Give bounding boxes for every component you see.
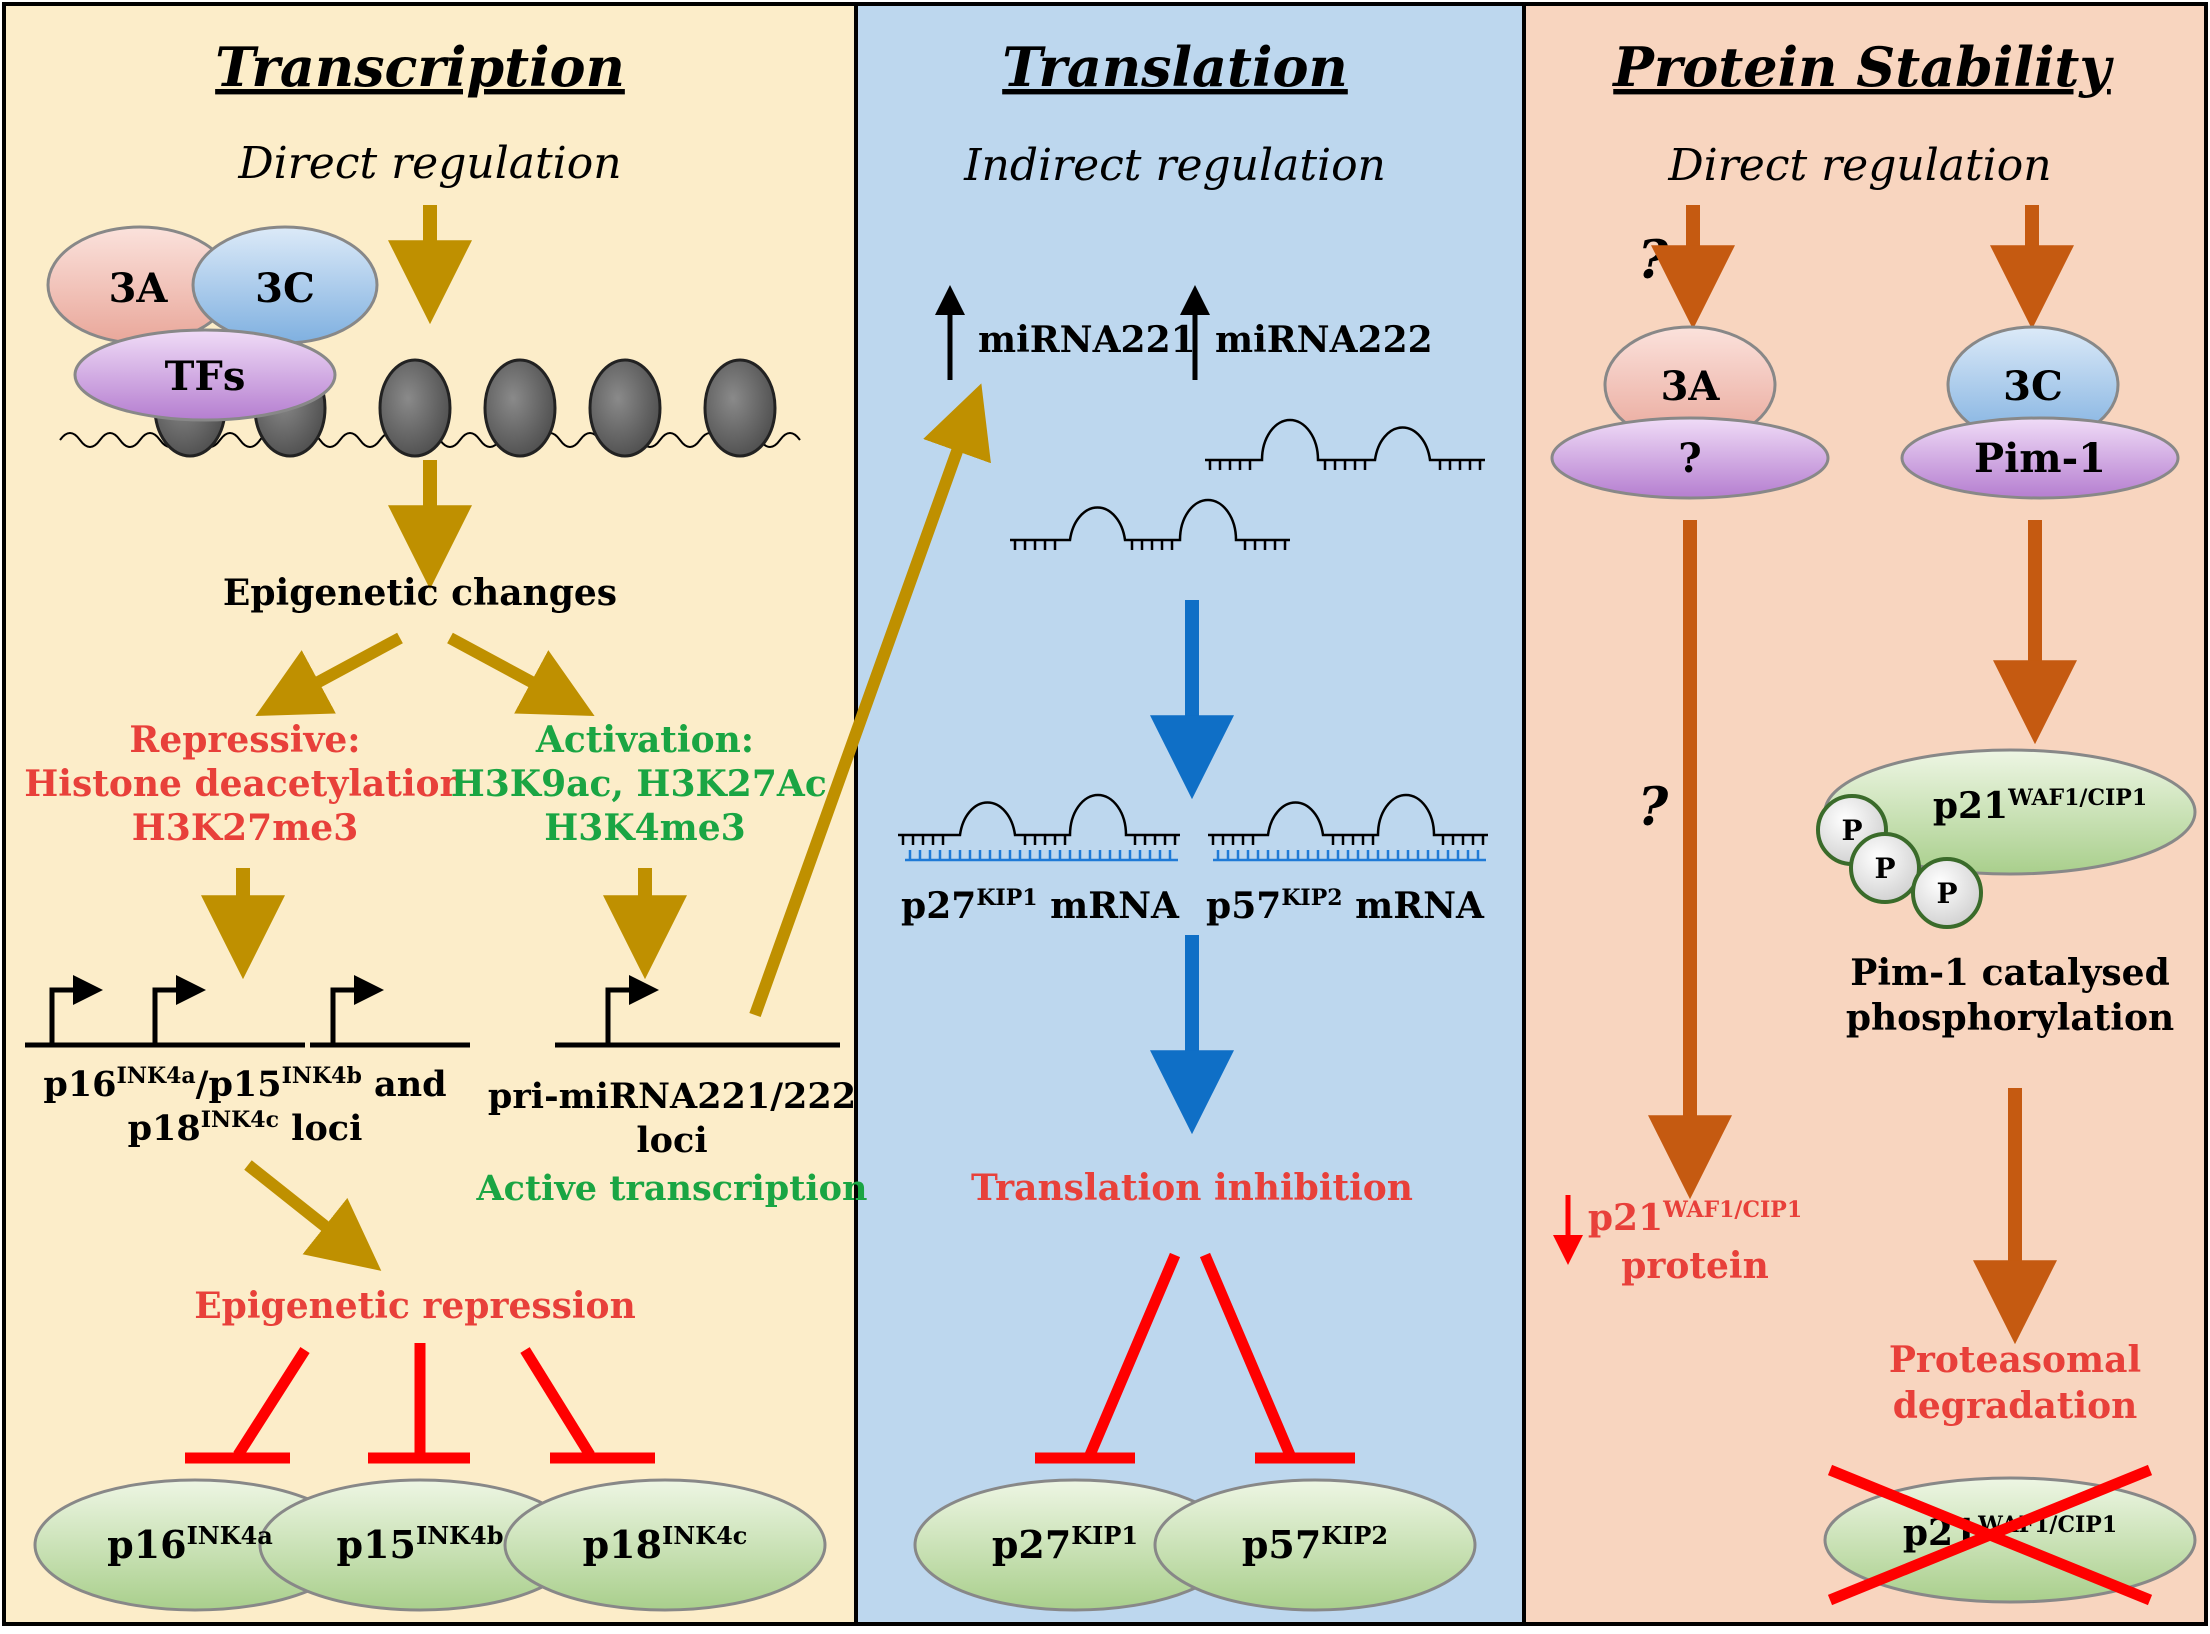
unknown-partner bbox=[1550, 416, 1830, 500]
ink4-loci bbox=[25, 975, 470, 1048]
mirna-mrna-duplex-2 bbox=[1208, 793, 1488, 845]
phosphate-groups bbox=[1816, 794, 1983, 929]
transcription-factors bbox=[73, 328, 337, 422]
epigenetic-changes-label: Epigenetic changes bbox=[223, 572, 617, 614]
phosphate bbox=[1849, 832, 1921, 904]
stability-subtitle: Direct regulation bbox=[1667, 140, 2051, 191]
p21-protein-line-2: protein bbox=[1621, 1245, 1769, 1287]
phosphate-label: P bbox=[1874, 852, 1895, 885]
stability-title: Protein Stability bbox=[1611, 35, 2114, 99]
p18-label: p18INK4c bbox=[583, 1521, 748, 1568]
protein-3a-label: 3A bbox=[109, 265, 169, 312]
translation-inhibition-bars bbox=[1035, 1252, 1355, 1464]
activation-marks: Activation: H3K9ac, H3K27Ac, H3K4me3 bbox=[451, 719, 840, 849]
protein-3c-label: 3C bbox=[255, 265, 315, 312]
activation-line-3: H3K4me3 bbox=[544, 807, 745, 849]
translation-inhibition-label: Translation inhibition bbox=[971, 1167, 1413, 1209]
unknown-mechanism-mark-1: ? bbox=[1638, 230, 1669, 291]
epigenetic-repression-label: Epigenetic repression bbox=[194, 1285, 636, 1327]
nucleosome bbox=[483, 358, 557, 458]
repressive-line-2: Histone deacetylation bbox=[24, 763, 465, 805]
p57-mrna-label: p57KIP2 mRNA bbox=[1206, 885, 1485, 927]
ink4-loci-line-2: p18INK4c loci bbox=[128, 1107, 363, 1149]
phosphate-label: P bbox=[1936, 877, 1957, 910]
mirna222-label: miRNA222 bbox=[1215, 319, 1433, 361]
p21-protein-line-1: p21WAF1/CIP1 bbox=[1588, 1197, 1802, 1239]
arrow-to-mirna bbox=[749, 383, 991, 1018]
proteasomal-line-1: Proteasomal bbox=[1889, 1339, 2141, 1381]
protein-3a-stability-label: 3A bbox=[1661, 363, 1721, 410]
mirna-mrna-duplex-1 bbox=[898, 793, 1180, 845]
activation-line-2: H3K9ac, H3K27Ac, bbox=[451, 763, 840, 805]
pri-mirna-locus bbox=[555, 975, 840, 1048]
repressive-marks: Repressive: Histone deacetylation H3K27m… bbox=[24, 719, 465, 849]
mrna-strand-1 bbox=[905, 850, 1178, 862]
tfs-label: TFs bbox=[165, 353, 246, 400]
p57-label: p57KIP2 bbox=[1242, 1521, 1388, 1568]
mrna-strand-2 bbox=[1213, 850, 1486, 862]
p57-protein bbox=[1153, 1478, 1477, 1612]
protein-3c-stability-label: 3C bbox=[2003, 363, 2063, 410]
p15-label: p15INK4b bbox=[337, 1521, 504, 1568]
p27-label: p27KIP1 bbox=[992, 1521, 1138, 1568]
unknown-mechanism-mark-2: ? bbox=[1638, 777, 1669, 838]
mirna-hairpins-top bbox=[1205, 418, 1485, 470]
pri-mirna-line-2: loci bbox=[636, 1120, 707, 1161]
activation-line-1: Activation: bbox=[535, 719, 754, 761]
phosphate bbox=[1911, 857, 1983, 929]
proteasomal-line-2: degradation bbox=[1893, 1385, 2138, 1427]
nucleosome bbox=[703, 358, 777, 458]
phosphorylation-line-1: Pim-1 catalysed bbox=[1850, 952, 2170, 994]
pim1-kinase bbox=[1900, 416, 2180, 500]
arrow-to-activation bbox=[447, 632, 595, 716]
repressive-line-3: H3K27me3 bbox=[132, 807, 359, 849]
transcription-subtitle: Direct regulation bbox=[237, 138, 621, 189]
pri-mirna-line-1: pri-miRNA221/222 bbox=[488, 1076, 856, 1117]
p18-protein bbox=[503, 1478, 827, 1612]
phosphate-label: P bbox=[1841, 814, 1862, 847]
transcription-title: Transcription bbox=[215, 35, 625, 99]
pim1-label: Pim-1 bbox=[1974, 435, 2106, 482]
translation-panel bbox=[854, 2, 1526, 1626]
p21-phospho-label: p21WAF1/CIP1 bbox=[1933, 785, 2147, 827]
nucleosome bbox=[378, 358, 452, 458]
nucleosome bbox=[588, 358, 662, 458]
translation-title: Translation bbox=[1002, 35, 1348, 99]
repressive-line-1: Repressive: bbox=[129, 719, 360, 761]
phosphorylation-line-2: phosphorylation bbox=[1846, 997, 2174, 1039]
mirna221-label: miRNA221 bbox=[978, 319, 1196, 361]
ink4-inhibition-bars bbox=[185, 1343, 655, 1464]
p27-mrna-label: p27KIP1 mRNA bbox=[901, 885, 1180, 927]
degradation-cross-icon bbox=[1827, 1464, 2153, 1606]
translation-subtitle: Indirect regulation bbox=[963, 140, 1386, 191]
ink4-loci-line-1: p16INK4a/p15INK4b and bbox=[43, 1063, 446, 1105]
unknown-partner-label: ? bbox=[1678, 435, 1701, 482]
arrow-to-repressive bbox=[255, 632, 403, 716]
arrow-to-epigenetic-repression bbox=[244, 1160, 382, 1271]
mirna-hairpins-bottom bbox=[1010, 498, 1290, 550]
p16-label: p16INK4a bbox=[107, 1521, 273, 1568]
active-transcription-label: Active transcription bbox=[476, 1168, 868, 1209]
